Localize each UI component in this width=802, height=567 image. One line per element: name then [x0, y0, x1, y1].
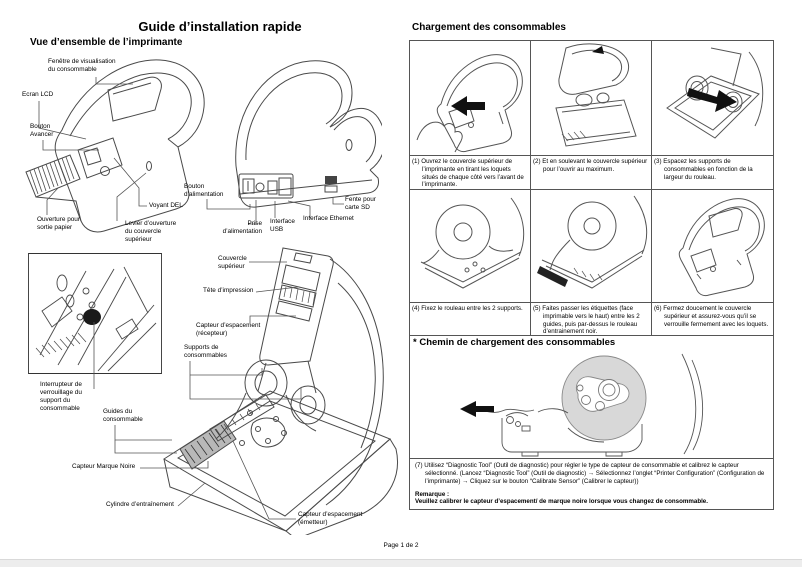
step-6-illustration — [678, 198, 765, 297]
paper-exit-hatching — [30, 157, 74, 194]
step-1-caption: (1) Ouvrez le couvercle supérieur de l’i… — [410, 155, 531, 190]
step-4-illustration — [420, 197, 524, 289]
step-3-figure — [652, 41, 773, 155]
callout-media-guides: Guides du consommable — [103, 408, 143, 423]
pull-latch-arrow-icon — [450, 96, 485, 116]
calibration-note-box: (7) Utilisez “Diagnostic Tool” (Outil de… — [410, 458, 773, 509]
printer-rear-view-illustration — [222, 48, 382, 240]
callout-black-mark-sensor: Capteur Marque Noire — [72, 463, 136, 470]
step-6-figure — [652, 190, 773, 302]
callout-top-cover: Couvercle supérieur — [218, 255, 247, 270]
step-2-illustration — [554, 43, 637, 147]
callout-gap-sensor-receiver: Capteur d’espacement (récepteur) — [196, 322, 261, 337]
step-2-caption: (2) Et en soulevant le couvercle supérie… — [531, 155, 652, 190]
step-3-caption: (3) Espacez les supports de consommables… — [652, 155, 773, 190]
note-title: Remarque : — [415, 491, 450, 499]
callout-media-holders: Supports de consommables — [184, 344, 227, 359]
window-bottom-strip — [0, 559, 802, 567]
step-5-figure — [531, 190, 652, 302]
printer-front-view-illustration — [10, 50, 240, 250]
step-4-figure — [410, 190, 531, 302]
step-3-illustration — [666, 47, 764, 139]
lock-switch-part — [83, 309, 101, 325]
callout-usb-interface: Interface USB — [270, 218, 295, 233]
step-1-illustration — [416, 54, 523, 153]
callout-lcd-screen: Ecran LCD — [22, 91, 54, 98]
step-1-figure — [410, 41, 531, 155]
media-path-arrow-icon — [460, 401, 494, 417]
loading-heading: Chargement des consommables — [412, 22, 566, 33]
callout-led-indicator: Voyant DEL — [149, 202, 183, 209]
callout-platen-roller: Cylindre d’entraînement — [106, 501, 174, 508]
loading-steps-table: (1) Ouvrez le couvercle supérieur de l’i… — [409, 40, 774, 336]
callout-gap-sensor-emitter: Capteur d’espacement (émetteur) — [298, 511, 363, 526]
step-5-caption: (5) Faites passer les étiquettes (face i… — [531, 302, 652, 335]
media-guides-hatching — [216, 404, 260, 435]
callout-lock-switch: Interrupteur de verrouillage du support … — [40, 381, 82, 412]
spread-holders-arrow-icon — [687, 88, 737, 112]
note-body: Veuillez calibrer le capteur d’espacemen… — [415, 498, 708, 506]
callout-feed-button: Bouton Avancer — [30, 123, 54, 138]
callout-paper-exit: Ouverture pour sortie papier — [37, 216, 80, 231]
page-number: Page 1 de 2 — [383, 542, 419, 549]
media-path-heading: * Chemin de chargement des consommables — [413, 337, 616, 348]
callout-power-jack: Prise d’alimentation — [222, 220, 262, 235]
callout-ethernet-interface: Interface Ethernet — [303, 215, 354, 222]
step-6-caption: (6) Fermez doucement le couvercle supéri… — [652, 302, 773, 335]
step-7-text: (7) Utilisez “Diagnostic Tool” (Outil de… — [415, 462, 765, 486]
callout-sd-slot: Fente pour carte SD — [345, 196, 376, 211]
printer-open-view-illustration — [158, 243, 405, 535]
sd-card-slot — [325, 176, 337, 184]
media-path-section: * Chemin de chargement des consommables … — [409, 335, 774, 511]
overview-heading: Vue d’ensemble de l’imprimante — [30, 37, 183, 48]
step-4-caption: (4) Fixez le rouleau entre les 2 support… — [410, 302, 531, 335]
open-cover-arrow-icon — [591, 46, 604, 54]
platen-roller-part — [536, 266, 568, 287]
callout-print-head: Tête d’impression — [203, 287, 254, 294]
callout-cover-lever: Levier d’ouverture du couvercle supérieu… — [125, 220, 177, 243]
page-title: Guide d’installation rapide — [138, 19, 302, 34]
callout-leader-lines — [38, 77, 344, 520]
callout-media-window: Fenêtre de visualisation du consommable — [48, 58, 116, 73]
step-5-illustration — [536, 195, 647, 289]
callout-power-button: Bouton d’alimentation — [184, 183, 224, 198]
media-path-illustration — [460, 353, 704, 457]
lock-switch-inset-illustration — [28, 253, 162, 374]
step-2-figure — [531, 41, 652, 155]
